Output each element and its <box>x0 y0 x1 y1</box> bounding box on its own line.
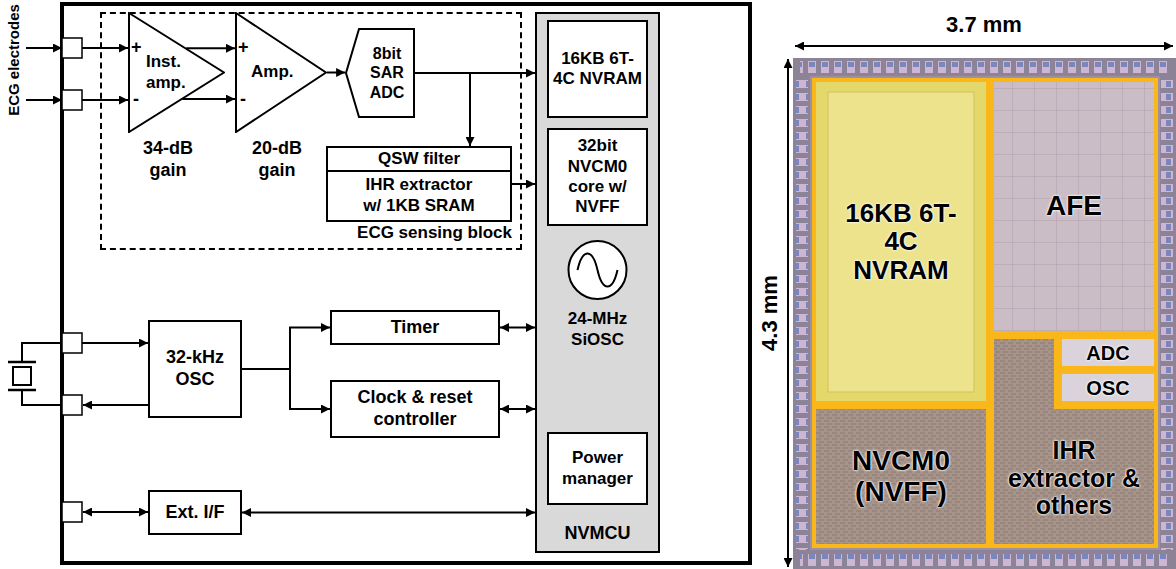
block-label: 32-kHz OSC <box>154 347 236 390</box>
oscillator-outline <box>569 241 627 299</box>
logic-area <box>990 335 1158 548</box>
adc-block: 8bit SAR ADC <box>345 28 415 118</box>
power-manager-block: Power manager <box>547 432 648 505</box>
io-pad <box>62 502 82 522</box>
signal-arrow <box>415 73 470 146</box>
block-label: 16KB 6T-4C NVRAM <box>841 199 961 285</box>
signal-arrow <box>186 47 235 49</box>
signal-arrow <box>500 408 535 410</box>
chip-outline <box>62 4 750 563</box>
oscillator-block: 32-kHz OSC <box>148 320 242 418</box>
die-block: IHR extractor & others <box>990 335 1158 548</box>
dimension-label: 3.7 mm <box>946 12 1022 38</box>
io-pad <box>62 90 82 110</box>
crystal-wire <box>22 343 62 362</box>
logic-area <box>812 405 990 548</box>
block-label: ECG sensing block <box>357 223 512 243</box>
filter-block: QSW filterIHR extractor w/ 1KB SRAM <box>326 146 512 222</box>
amplifier-outline <box>236 13 326 132</box>
analog-area <box>990 78 1158 335</box>
block-label: Inst. amp. <box>146 52 202 93</box>
analog-area <box>1058 335 1158 405</box>
die-block-outline <box>990 335 1158 548</box>
pad-ring <box>1161 80 1173 550</box>
crystal-symbol <box>13 367 31 385</box>
oscillator-outline <box>550 236 645 306</box>
block-label: Ext. I/F <box>165 502 224 524</box>
polarity-sign: - <box>240 89 246 111</box>
die-block: 16KB 6T-4C NVRAM <box>812 78 990 405</box>
pad-ring <box>796 80 808 550</box>
block-label: AFE <box>1046 191 1102 222</box>
memory-array <box>828 92 974 392</box>
block-body: IHR extractor w/ 1KB SRAM <box>353 172 486 219</box>
block-label: Power manager <box>553 448 642 489</box>
memory-block: 16KB 6T-4C NVRAM <box>547 20 648 118</box>
block-label: NVCM0 (NVFF) <box>821 446 981 508</box>
input-wire <box>82 47 128 49</box>
oscillator-symbol: 24-MHz SiOSC <box>550 236 645 350</box>
die-block: NVCM0 (NVFF) <box>812 405 990 548</box>
amplifier-triangle: Inst. amp. <box>128 12 225 133</box>
dimension-arrow <box>795 45 1173 47</box>
block-label: OSC <box>1086 377 1129 399</box>
clock-wire <box>83 404 148 406</box>
electrode-arrow <box>26 47 62 49</box>
signal-arrow <box>500 327 535 329</box>
adc-outline <box>346 29 414 117</box>
die-block: AFE <box>990 78 1158 335</box>
amplifier-outline <box>129 13 224 132</box>
sine-symbol <box>578 254 618 287</box>
interface-block: Ext. I/F <box>148 490 242 535</box>
block-label: 8bit SAR ADC <box>361 44 413 102</box>
crystal-wire <box>22 390 62 405</box>
interface-wire <box>83 511 148 513</box>
signal-arrow <box>242 512 535 514</box>
signal-label: ECG electrodes <box>5 4 23 116</box>
polarity-sign: + <box>131 37 142 59</box>
gain-label: 34-dB gain <box>136 138 200 181</box>
block-label: 16KB 6T-4C NVRAM <box>553 49 642 90</box>
block-label: Amp. <box>251 62 294 82</box>
die-block: OSC <box>1058 370 1158 405</box>
dimension-label: 4.3 mm <box>757 275 783 351</box>
electrode-arrow <box>26 99 62 101</box>
block-label: Timer <box>391 317 440 339</box>
pad-ring <box>800 61 1170 73</box>
crystal-plate <box>8 361 36 364</box>
block-label: NVMCU <box>565 523 631 545</box>
block-label: 24-MHz SiOSC <box>553 309 643 350</box>
block-label: IHR extractor & others <box>999 437 1149 520</box>
mcu-block: NVMCU 16KB 6T-4C NVRAM 32bit NVCM0 core w/… <box>535 12 660 553</box>
timer-block: Timer <box>330 310 500 345</box>
memory-area <box>812 78 990 405</box>
io-pad <box>62 333 82 353</box>
io-pad <box>62 395 82 415</box>
signal-arrow <box>512 183 535 185</box>
io-pad <box>62 38 82 58</box>
signal-arrow <box>242 328 330 370</box>
signal-arrow <box>182 98 235 100</box>
gain-label: 20-dB gain <box>245 138 309 181</box>
dimension-arrow <box>787 59 789 567</box>
clock-controller-block: Clock & reset controller <box>330 380 500 438</box>
signal-arrow <box>327 72 345 74</box>
pad-ring <box>800 554 1170 566</box>
cpu-core-block: 32bit NVCM0 core w/ NVFF <box>547 128 648 226</box>
die-block: ADC <box>1058 335 1158 370</box>
die-core <box>810 76 1160 550</box>
die-photo <box>793 58 1176 569</box>
polarity-sign: - <box>133 89 139 111</box>
clock-wire <box>82 342 148 344</box>
block-label: ADC <box>1086 342 1129 364</box>
block-label: 32bit NVCM0 core w/ NVFF <box>553 136 642 218</box>
polarity-sign: + <box>238 37 249 59</box>
signal-arrow <box>242 369 330 409</box>
amplifier-triangle: Amp. <box>235 12 327 133</box>
block-label: Clock & reset controller <box>336 387 494 430</box>
input-wire <box>82 99 128 101</box>
sensing-block-group: ECG sensing block Inst. amp. Amp. 8bit SAR … <box>100 12 522 250</box>
block-heading: QSW filter <box>328 148 510 172</box>
